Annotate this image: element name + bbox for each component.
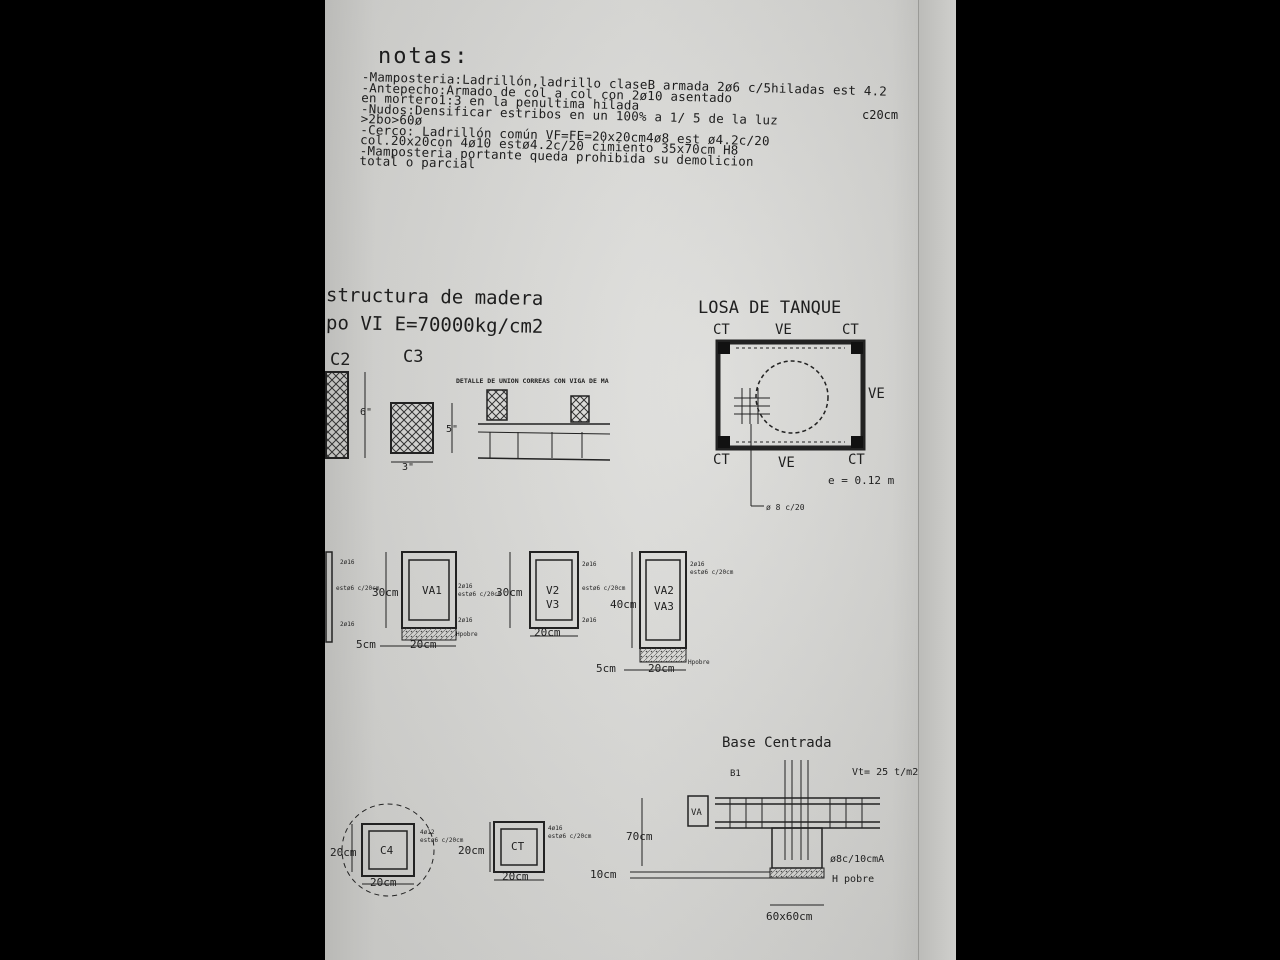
svg-text:VE: VE (778, 455, 795, 471)
svg-text:Vt= 25 t/m2: Vt= 25 t/m2 (852, 767, 918, 778)
base-centrada-detail: Base Centrada B1 Vt= 25 t/m2 VA 70cm 10c… (590, 735, 918, 923)
svg-text:60x60cm: 60x60cm (766, 910, 813, 923)
svg-text:20cm: 20cm (410, 638, 437, 651)
svg-text:estø6 c/20cm: estø6 c/20cm (582, 585, 626, 592)
svg-text:B1: B1 (730, 769, 741, 779)
svg-text:VA3: VA3 (654, 600, 674, 613)
svg-text:20cm: 20cm (330, 846, 357, 859)
svg-text:70cm: 70cm (626, 830, 653, 843)
svg-text:2ø16: 2ø16 (340, 621, 355, 628)
svg-text:5cm: 5cm (356, 638, 376, 651)
timber-c3-section: C3 5" 3" (390, 347, 458, 473)
svg-text:estø6 c/20cm: estø6 c/20cm (420, 837, 464, 844)
svg-text:40cm: 40cm (610, 598, 637, 611)
svg-text:2ø16: 2ø16 (582, 617, 597, 624)
svg-text:DETALLE DE UNION CORREAS CON V: DETALLE DE UNION CORREAS CON VIGA DE MA (456, 377, 609, 385)
svg-text:5": 5" (446, 424, 458, 435)
svg-text:3": 3" (402, 462, 414, 473)
losa-de-tanque-plan: LOSA DE TANQUE CT VE CT ø 8 c/20 CT VE C… (698, 298, 895, 512)
svg-text:20cm: 20cm (648, 662, 675, 675)
svg-text:CT: CT (713, 322, 730, 338)
svg-text:2ø16: 2ø16 (340, 559, 355, 566)
union-detail: DETALLE DE UNION CORREAS CON VIGA DE MA (456, 377, 611, 461)
svg-text:20cm: 20cm (502, 870, 529, 883)
svg-text:CT: CT (713, 452, 730, 468)
svg-text:estø6 c/20cm: estø6 c/20cm (548, 833, 592, 840)
svg-text:30cm: 30cm (372, 586, 399, 599)
c3-label: C3 (403, 347, 423, 367)
beam-va1-section: 2ø16 estø6 c/20cm 2ø16 30cm VA1 2ø16 est… (325, 551, 502, 651)
svg-text:VA1: VA1 (422, 584, 442, 597)
svg-text:C4: C4 (380, 844, 394, 857)
svg-text:CT: CT (848, 452, 865, 468)
svg-text:estø6 c/20cm: estø6 c/20cm (336, 585, 380, 592)
svg-text:VE: VE (775, 322, 792, 338)
notes-side-note: c20cm (862, 108, 899, 122)
svg-text:e = 0.12 m: e = 0.12 m (828, 474, 895, 487)
svg-text:CT: CT (842, 322, 859, 338)
svg-text:2ø16: 2ø16 (458, 617, 473, 624)
blueprint-sheet (325, 0, 955, 960)
column-c4-section: 20cm C4 4ø12 estø6 c/20cm 20cm (330, 803, 464, 897)
svg-text:ø8c/10cmA: ø8c/10cmA (830, 854, 884, 865)
svg-text:30cm: 30cm (496, 586, 523, 599)
svg-text:2ø16: 2ø16 (458, 583, 473, 590)
svg-text:VE: VE (868, 386, 885, 402)
svg-text:V3: V3 (546, 598, 559, 611)
c2-label: C2 (330, 350, 350, 370)
svg-text:4ø12: 4ø12 (420, 829, 435, 836)
svg-text:20cm: 20cm (534, 626, 561, 639)
svg-text:estø6 c/20cm: estø6 c/20cm (458, 591, 502, 598)
svg-text:ø 8 c/20: ø 8 c/20 (766, 503, 805, 512)
losa-title: LOSA DE TANQUE (698, 298, 841, 318)
beam-va2-va3-section: 40cm VA2 VA3 2ø16 estø6 c/20cm Hpobre 5c… (596, 551, 734, 675)
svg-text:6": 6" (360, 407, 372, 418)
notes-title: notas: (378, 44, 470, 69)
svg-text:VA: VA (691, 808, 702, 818)
svg-text:10cm: 10cm (590, 868, 617, 881)
column-ct-section: 20cm CT 4ø16 estø6 c/20cm 20cm (458, 821, 592, 883)
svg-text:CT: CT (511, 840, 525, 853)
svg-text:20cm: 20cm (370, 876, 397, 889)
svg-text:20cm: 20cm (458, 844, 485, 857)
base-title: Base Centrada (722, 735, 832, 751)
svg-text:5cm: 5cm (596, 662, 616, 675)
svg-text:Hpobre: Hpobre (688, 659, 710, 666)
beam-v2-v3-section: 30cm V2 V3 2ø16 estø6 c/20cm 2ø16 20cm (496, 551, 626, 639)
svg-text:2ø16: 2ø16 (582, 561, 597, 568)
svg-text:Hpobre: Hpobre (456, 631, 478, 638)
svg-text:VA2: VA2 (654, 584, 674, 597)
svg-text:2ø16: 2ø16 (690, 561, 705, 568)
timber-c2-section: C2 6" (325, 350, 372, 459)
adjacent-paper-edge (918, 0, 956, 960)
svg-text:H pobre: H pobre (832, 874, 874, 885)
svg-text:estø6 c/20cm: estø6 c/20cm (690, 569, 734, 576)
svg-text:4ø16: 4ø16 (548, 825, 563, 832)
svg-text:V2: V2 (546, 584, 559, 597)
